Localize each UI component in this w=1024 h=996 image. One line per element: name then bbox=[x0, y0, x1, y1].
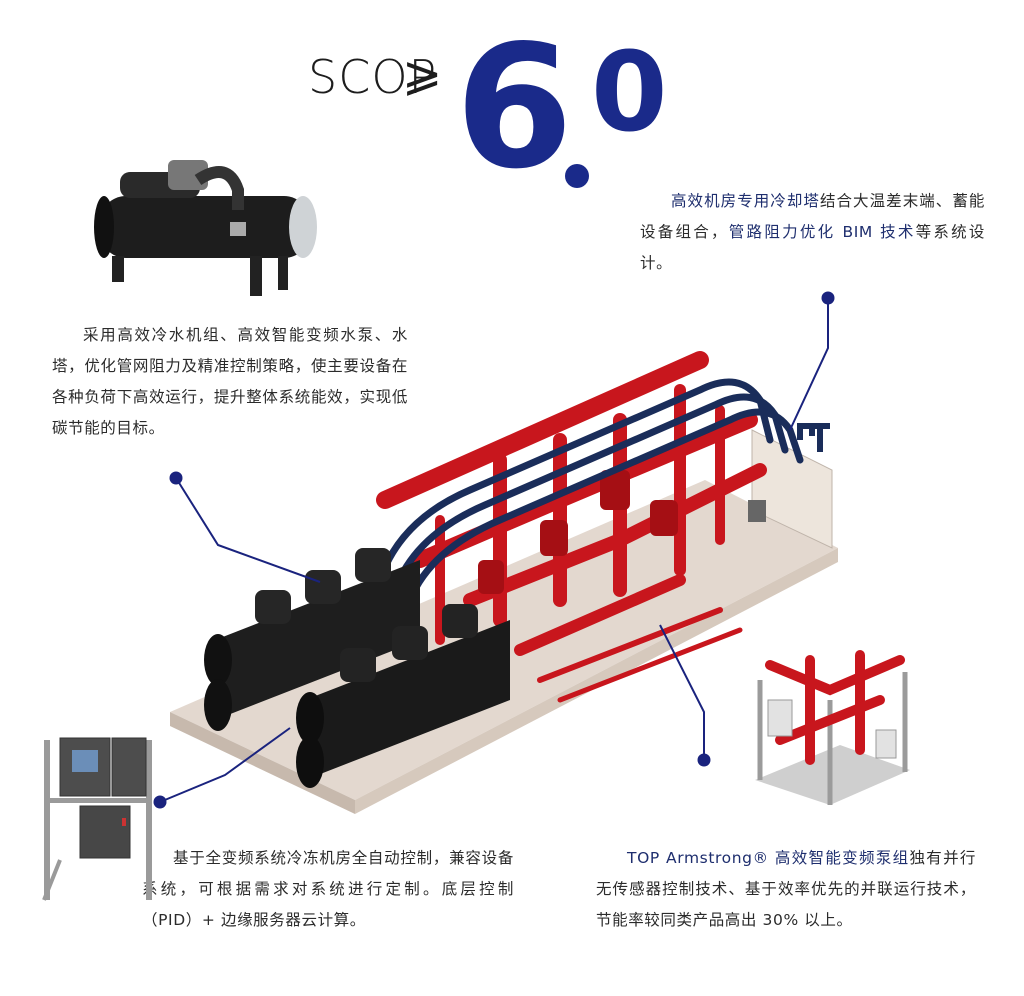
callout-dot-top-right bbox=[821, 291, 835, 305]
chiller-image bbox=[94, 160, 317, 296]
hl-cooling-tower: 高效机房专用冷却塔 bbox=[671, 192, 820, 210]
scop-value-int: 6 bbox=[455, 38, 573, 198]
callout-dot-bottom-left bbox=[153, 795, 167, 809]
callout-dot-bottom-right bbox=[697, 753, 711, 767]
scop-value-graphic: 6 0 bbox=[455, 38, 668, 198]
text-cooling-tower: 高效机房专用冷却塔结合大温差末端、蓄能设备组合，管路阻力优化 BIM 技术等系统… bbox=[640, 192, 985, 272]
decimal-point bbox=[565, 164, 589, 188]
text-full-vfd-control: 基于全变频系统冷冻机房全自动控制，兼容设备系统，可根据需求对系统进行定制。底层控… bbox=[142, 849, 514, 929]
callout-dot-top-left bbox=[169, 471, 183, 485]
scop-value-dec: 0 bbox=[591, 38, 668, 156]
plant-skid-image bbox=[170, 351, 838, 814]
text-high-efficiency-units: 采用高效冷水机组、高效智能变频水泵、水塔，优化管网阻力及精准控制策略，使主要设备… bbox=[52, 326, 408, 437]
pump-skid-image bbox=[755, 650, 910, 805]
text-armstrong-pump: TOP Armstrong® 高效智能变频泵组独有并行无传感器控制技术、基于效率… bbox=[596, 849, 976, 929]
hl-armstrong: TOP Armstrong® 高效智能变频泵组 bbox=[627, 849, 910, 867]
geq-symbol: ⩾ bbox=[402, 46, 443, 102]
hl-bim: 管路阻力优化 BIM 技术 bbox=[728, 223, 916, 241]
scop-label: SCOP bbox=[308, 50, 438, 104]
callout-lines bbox=[159, 300, 829, 803]
control-cabinet-image bbox=[42, 737, 152, 901]
